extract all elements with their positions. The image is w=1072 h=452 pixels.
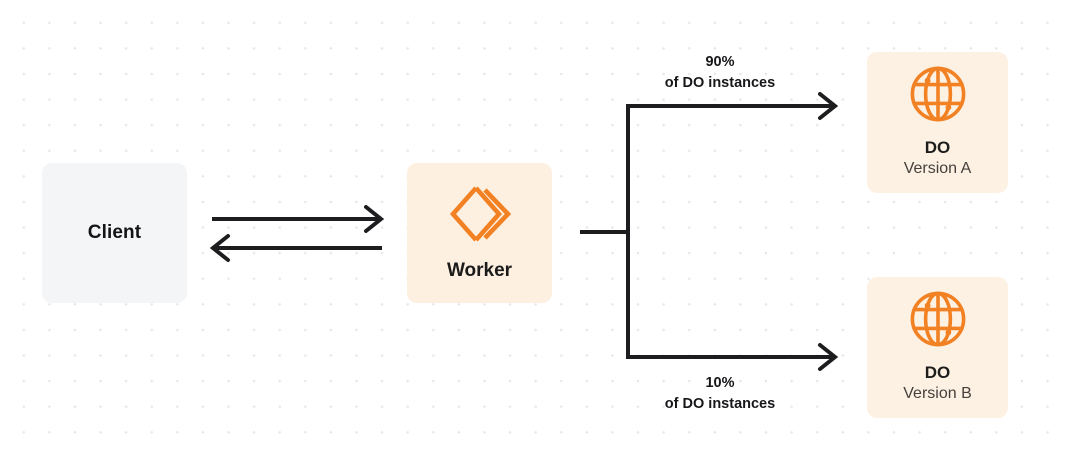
edge-client-to-worker (212, 205, 385, 233)
edge-worker-to-do-a (626, 92, 839, 120)
edge-label-do-b-percent: 10% (705, 375, 735, 391)
node-worker[interactable]: Worker (407, 163, 552, 303)
node-do-b-sublabel: Version B (903, 385, 972, 403)
node-worker-label: Worker (446, 260, 513, 281)
edge-label-do-a-percent: 90% (705, 54, 735, 70)
edge-worker-to-do-b (626, 343, 839, 371)
globe-icon (909, 65, 967, 123)
edge-label-do-b: 10% of DO instances (612, 373, 828, 415)
edge-worker-to-client (209, 234, 382, 262)
node-do-b-label: DO (924, 362, 951, 382)
edge-label-do-a-caption: of DO instances (664, 75, 776, 92)
node-client-label: Client (87, 221, 142, 243)
node-do-version-a[interactable]: DO Version A (867, 52, 1008, 193)
cloudflare-workers-icon (447, 184, 513, 244)
node-client[interactable]: Client (42, 163, 187, 303)
node-do-version-b[interactable]: DO Version B (867, 277, 1008, 418)
node-do-a-label: DO (924, 137, 951, 157)
node-do-a-sublabel: Version A (903, 160, 972, 178)
globe-icon (909, 290, 967, 348)
edge-label-do-b-caption: of DO instances (664, 396, 776, 413)
edge-label-do-a: 90% of DO instances (612, 52, 828, 94)
